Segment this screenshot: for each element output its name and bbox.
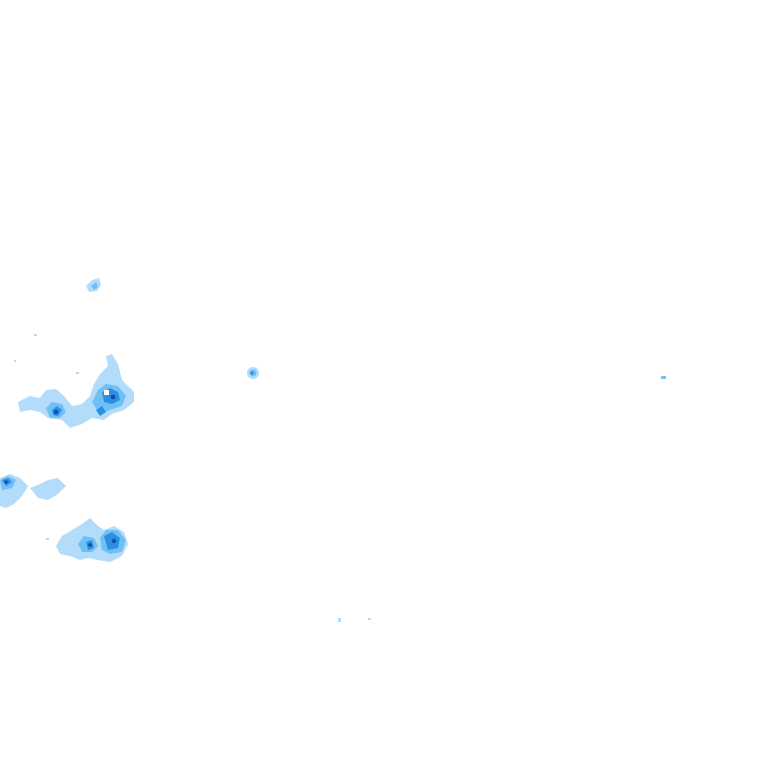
echo-cluster-south [56,518,128,562]
echo-intense [111,538,117,544]
echo-speck [368,618,371,620]
echo-speck [14,360,16,362]
echo-cluster-southwest [0,474,66,508]
echo-medium [661,376,666,379]
echo-strong [250,371,254,375]
echo-strong [96,406,106,416]
echo-intense [4,480,8,484]
echo-speck [46,538,49,540]
echo-core [104,390,109,395]
echo-cell-center [247,367,259,379]
echo-speck-east [661,376,666,379]
echo-light [30,478,66,500]
echo-speck [338,618,341,622]
echo-speck [34,334,37,336]
echo-speck [76,372,79,374]
echo-intense [53,409,59,415]
echo-cell-north [86,278,101,292]
echo-cluster-west [18,354,134,428]
echo-medium [91,282,98,290]
echo-intense [88,543,92,547]
echo-intense [110,394,116,400]
echo-specks [14,334,371,622]
